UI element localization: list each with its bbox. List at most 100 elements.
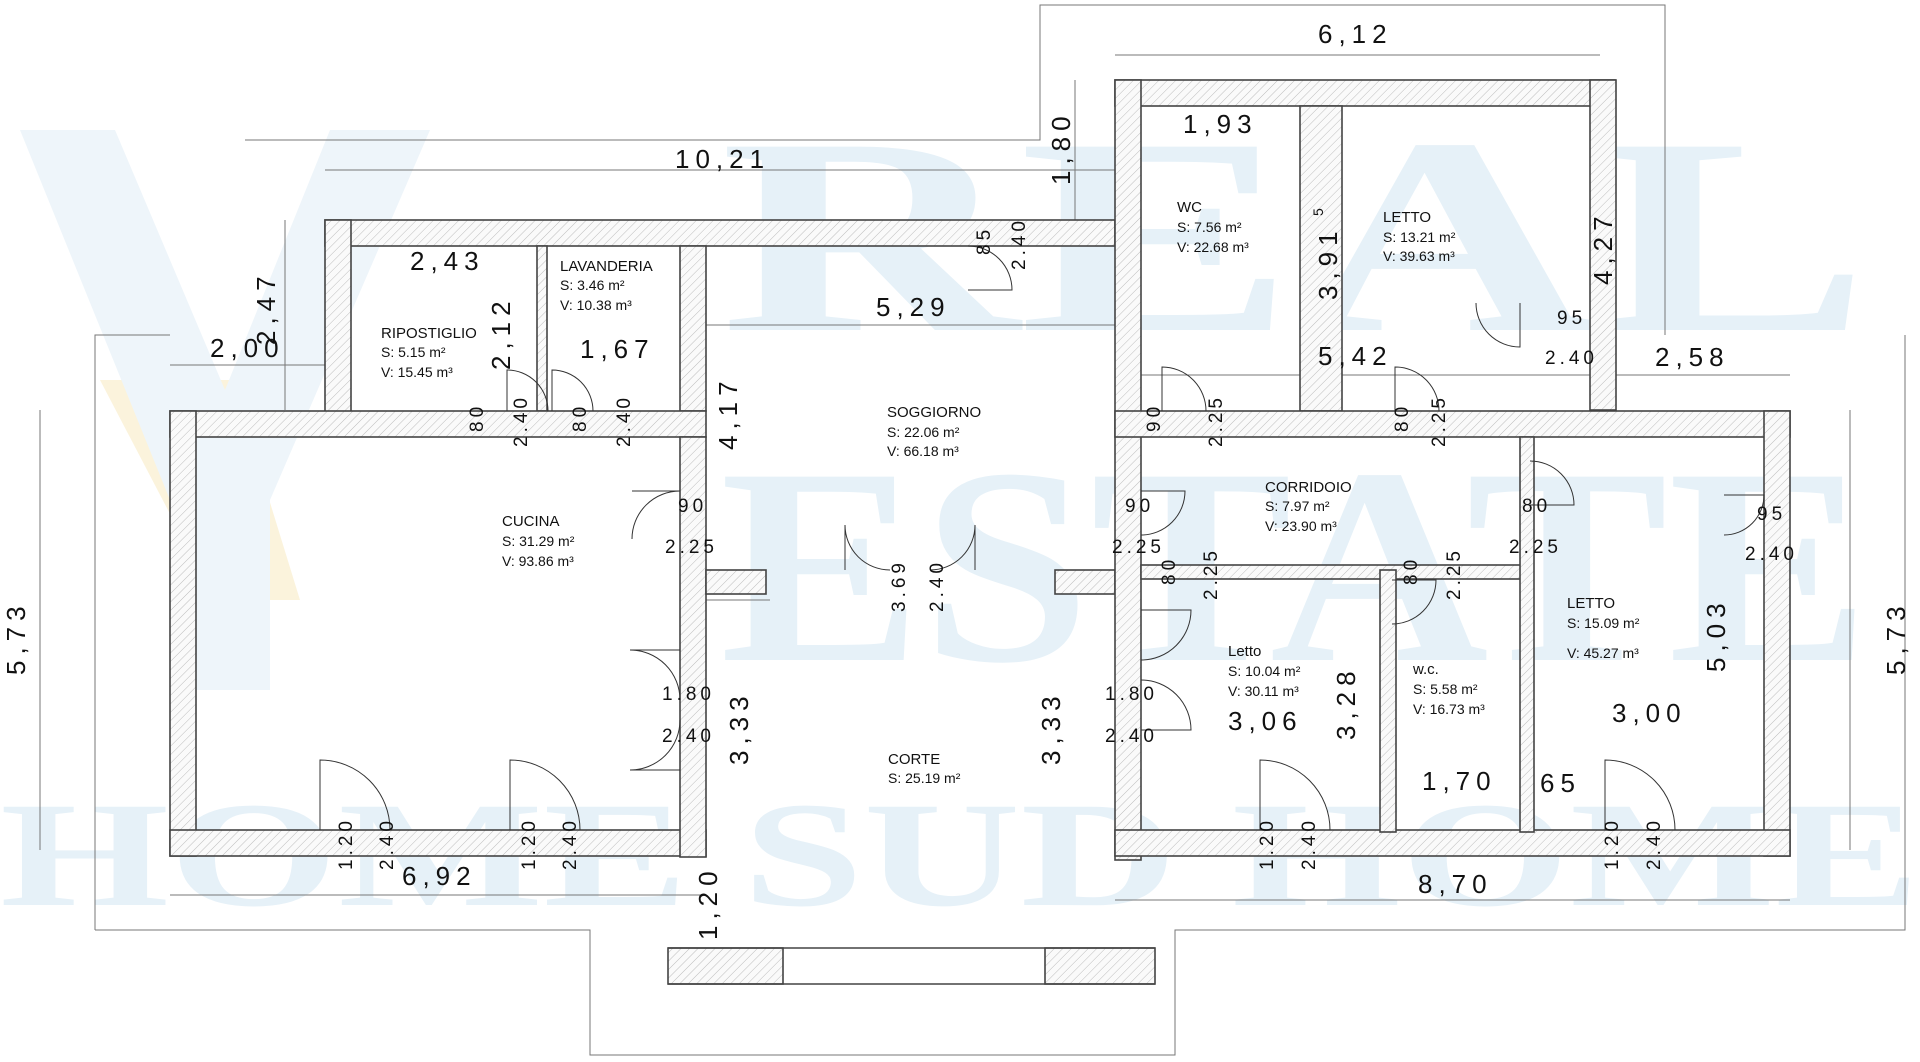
dim-label: 3,91 bbox=[1313, 225, 1343, 300]
room-soggiorno: SOGGIORNO S: 22.06 m² V: 66.18 m³ bbox=[887, 404, 981, 459]
room-name: CORRIDOIO bbox=[1265, 479, 1352, 496]
door-swing bbox=[551, 369, 594, 412]
dim-label: 5,42 bbox=[1318, 341, 1393, 371]
room-lavanderia: LAVANDERIA S: 3.46 m² V: 10.38 m³ bbox=[560, 258, 653, 313]
dim-label: 8,70 bbox=[1418, 869, 1493, 899]
dim-label: 1,20 bbox=[693, 865, 723, 940]
door-height: 2.25 bbox=[1206, 394, 1227, 447]
wall-ne-top bbox=[1114, 79, 1616, 107]
door-labels: 85 2.40 80 2.40 80 2.40 90 2.25 3.69 2.4… bbox=[336, 217, 1798, 870]
door-swing bbox=[1161, 366, 1207, 412]
door-height: 2.25 bbox=[1444, 547, 1465, 600]
dim-3-91-group: 3,91 5 bbox=[1310, 208, 1343, 300]
room-surface: S: 15.09 m² bbox=[1567, 615, 1640, 631]
dimension-labels: 6,12 10,21 1,80 1,93 2,43 5,29 2,47 2,00… bbox=[1, 19, 1911, 940]
door-height: 2.40 bbox=[1745, 544, 1798, 565]
room-cucina: CUCINA S: 31.29 m² V: 93.86 m³ bbox=[502, 513, 575, 569]
door-height: 2.40 bbox=[614, 394, 635, 447]
room-surface: S: 22.06 m² bbox=[887, 424, 960, 440]
room-volume: V: 16.73 m³ bbox=[1413, 701, 1485, 717]
door-width: 90 bbox=[678, 496, 707, 517]
wall-corridor-south bbox=[1140, 564, 1527, 580]
door-height: 2.25 bbox=[665, 537, 718, 558]
room-surface: S: 10.04 m² bbox=[1228, 663, 1301, 679]
wall-main-left bbox=[169, 410, 197, 857]
door-swing bbox=[319, 759, 391, 831]
door-height: 2.25 bbox=[1112, 537, 1165, 558]
door-width: 80 bbox=[1401, 556, 1422, 585]
dim-label: 4,17 bbox=[713, 375, 743, 450]
door-width: 80 bbox=[1392, 403, 1413, 432]
dim-label: 2,00 bbox=[210, 333, 285, 363]
door-swing bbox=[1394, 366, 1440, 412]
dim-label: 1,80 bbox=[1046, 110, 1076, 185]
room-wc: WC S: 7.56 m² V: 22.68 m³ bbox=[1177, 199, 1249, 255]
room-surface: S: 25.19 m² bbox=[888, 770, 961, 786]
dim-label: 2,43 bbox=[410, 246, 485, 276]
door-width: 1.80 bbox=[662, 684, 715, 705]
door-swing bbox=[929, 524, 976, 571]
door-swing bbox=[1140, 609, 1192, 661]
dim-label: 5,29 bbox=[876, 292, 951, 322]
door-swing bbox=[1529, 460, 1575, 506]
wall-lav-sog-divider bbox=[679, 245, 707, 412]
door-swing bbox=[1604, 759, 1676, 831]
room-letto-centro: Letto S: 10.04 m² V: 30.11 m³ bbox=[1228, 643, 1301, 699]
door-height: 2.40 bbox=[377, 817, 398, 870]
room-ripostiglio: RIPOSTIGLIO S: 5.15 m² V: 15.45 m³ bbox=[381, 325, 477, 380]
room-volume: V: 15.45 m³ bbox=[381, 364, 453, 380]
room-name: SOGGIORNO bbox=[887, 404, 981, 421]
door-width: 1.20 bbox=[1257, 817, 1278, 870]
dim-label: 65 bbox=[1540, 768, 1581, 798]
door-height: 2.25 bbox=[1429, 394, 1450, 447]
dim-label: 2,47 bbox=[251, 270, 281, 345]
wall-sog-corte-east bbox=[1054, 569, 1116, 595]
wall-cucina-east bbox=[679, 436, 707, 858]
door-swing bbox=[506, 369, 549, 412]
door-swing bbox=[1259, 759, 1331, 831]
door-width: 95 bbox=[1757, 504, 1786, 525]
room-name: LETTO bbox=[1567, 595, 1615, 612]
top-reference-line bbox=[245, 4, 1666, 335]
room-volume: V: 66.18 m³ bbox=[887, 443, 959, 459]
door-width: 1.20 bbox=[336, 817, 357, 870]
door-height: 2.40 bbox=[1105, 726, 1158, 747]
dim-label: 4,27 bbox=[1588, 210, 1618, 285]
door-width: 1.80 bbox=[1105, 684, 1158, 705]
wall-ne-right bbox=[1589, 79, 1617, 411]
logo-mark bbox=[20, 130, 430, 690]
door-swing bbox=[509, 759, 581, 831]
door-height: 2.40 bbox=[1009, 217, 1030, 270]
room-corte: CORTE S: 25.19 m² bbox=[888, 751, 961, 786]
room-surface: S: 7.56 m² bbox=[1177, 219, 1242, 235]
room-letto-est: LETTO S: 15.09 m² V: 45.27 m³ bbox=[1567, 595, 1640, 661]
dim-label: 2,58 bbox=[1655, 342, 1730, 372]
room-volume: V: 10.38 m³ bbox=[560, 297, 632, 313]
room-volume: V: 23.90 m³ bbox=[1265, 518, 1337, 534]
step-left bbox=[667, 947, 784, 985]
door-width: 80 bbox=[1522, 496, 1551, 517]
room-name: LAVANDERIA bbox=[560, 258, 653, 275]
wall-annex-top bbox=[324, 219, 1116, 247]
dim-label: 3,28 bbox=[1331, 665, 1361, 740]
wall-wc-letto-divider bbox=[1299, 105, 1343, 412]
dim-label: 3,33 bbox=[1036, 690, 1066, 765]
outer-reference-line bbox=[94, 334, 170, 930]
door-swing bbox=[629, 649, 681, 701]
bottom-reference-line bbox=[95, 335, 1906, 1056]
room-name: w.c. bbox=[1412, 661, 1439, 678]
wall-east-right bbox=[1763, 410, 1791, 857]
room-name: CUCINA bbox=[502, 513, 560, 530]
door-swing bbox=[1723, 494, 1765, 536]
door-swing bbox=[631, 490, 681, 540]
door-width: 85 bbox=[974, 226, 995, 255]
door-swing bbox=[844, 524, 891, 571]
watermark: REAL ESTATE HOME SUD HOME bbox=[0, 80, 1920, 938]
dim-label: 6,92 bbox=[402, 861, 477, 891]
dim-superscript: 5 bbox=[1310, 208, 1326, 216]
wall-main-bottom-west bbox=[169, 829, 707, 857]
door-width: 80 bbox=[1159, 556, 1180, 585]
room-name: RIPOSTIGLIO bbox=[381, 325, 477, 342]
door-width: 80 bbox=[467, 403, 488, 432]
